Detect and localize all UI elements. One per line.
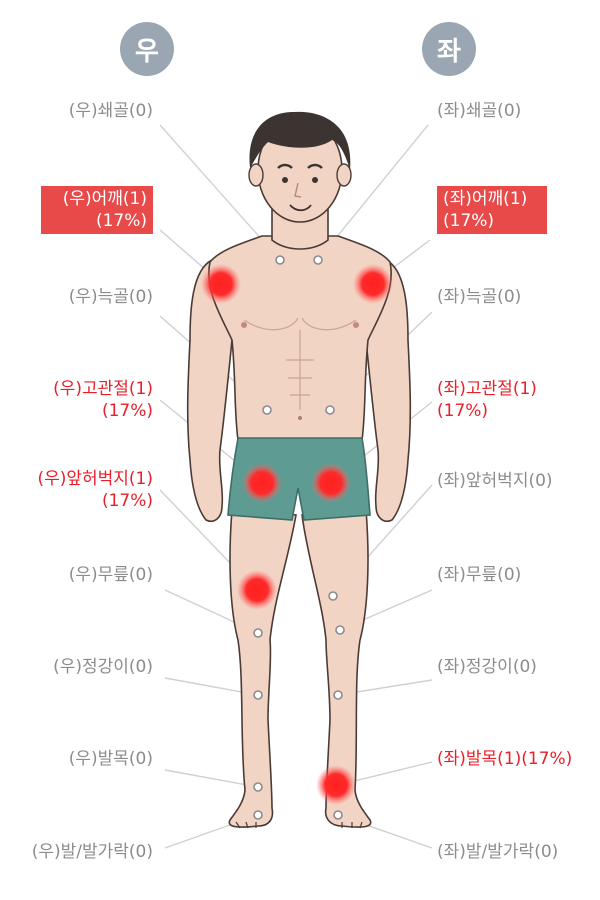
hotspot-r-hip <box>242 463 282 503</box>
label-l-hip-text: (좌)고관절(1) <box>437 379 537 399</box>
point-l-clavicle <box>313 255 323 265</box>
hair <box>249 111 351 170</box>
point-l-knee <box>335 625 345 635</box>
label-l-hip-pct: (17%) <box>437 401 489 421</box>
label-l-foot[interactable]: (좌)발/발가락(0) <box>437 842 559 862</box>
hotspot-r-shoulder <box>201 264 241 304</box>
left-leg <box>301 509 372 828</box>
label-r-hip[interactable]: (우)고관절(1) (17%) <box>53 378 153 422</box>
right-side-badge: 우 <box>120 22 174 76</box>
label-r-ankle[interactable]: (우)발목(0) <box>68 749 153 769</box>
label-l-hip[interactable]: (좌)고관절(1) (17%) <box>437 378 537 422</box>
label-r-shoulder-text: (우)어깨(1) <box>62 189 147 209</box>
points <box>253 255 345 820</box>
point-l-thigh <box>328 591 338 601</box>
point-l-foot <box>333 810 343 820</box>
hotspots <box>201 264 393 805</box>
label-l-shoulder-pct: (17%) <box>443 211 495 231</box>
right-leg <box>228 509 297 828</box>
label-r-knee[interactable]: (우)무릎(0) <box>68 565 153 585</box>
label-r-hip-text: (우)고관절(1) <box>53 379 153 399</box>
label-r-shoulder[interactable]: (우)어깨(1) (17%) <box>41 186 153 234</box>
point-r-ankle <box>253 782 263 792</box>
hotspot-l-shoulder <box>353 264 393 304</box>
label-r-thigh[interactable]: (우)앞허벅지(1) (17%) <box>37 468 153 512</box>
label-r-rib[interactable]: (우)늑골(0) <box>68 287 153 307</box>
label-l-shoulder-text: (좌)어깨(1) <box>443 189 528 209</box>
label-l-shin[interactable]: (좌)정강이(0) <box>437 657 537 677</box>
point-l-rib <box>325 405 335 415</box>
label-l-thigh[interactable]: (좌)앞허벅지(0) <box>437 471 553 491</box>
label-r-thigh-text: (우)앞허벅지(1) <box>37 469 153 489</box>
label-l-ankle[interactable]: (좌)발목(1)(17%) <box>437 749 573 769</box>
label-r-shoulder-pct: (17%) <box>95 211 147 231</box>
label-l-shoulder[interactable]: (좌)어깨(1) (17%) <box>437 186 547 234</box>
label-l-clavicle[interactable]: (좌)쇄골(0) <box>437 101 522 121</box>
label-l-rib[interactable]: (좌)늑골(0) <box>437 287 522 307</box>
left-side-badge: 좌 <box>422 22 476 76</box>
label-r-shin[interactable]: (우)정강이(0) <box>53 657 153 677</box>
point-r-rib <box>262 405 272 415</box>
point-l-shin <box>333 690 343 700</box>
hotspot-l-hip <box>311 463 351 503</box>
hotspot-r-thigh <box>237 570 277 610</box>
point-r-clavicle <box>275 255 285 265</box>
point-r-foot <box>253 810 263 820</box>
label-r-hip-pct: (17%) <box>101 401 153 421</box>
label-r-thigh-pct: (17%) <box>101 491 153 511</box>
point-r-knee <box>253 628 263 638</box>
label-r-clavicle[interactable]: (우)쇄골(0) <box>68 101 153 121</box>
label-l-knee[interactable]: (좌)무릎(0) <box>437 565 522 585</box>
point-r-shin <box>253 690 263 700</box>
hotspot-l-ankle <box>316 765 356 805</box>
label-r-foot[interactable]: (우)발/발가락(0) <box>31 842 153 862</box>
